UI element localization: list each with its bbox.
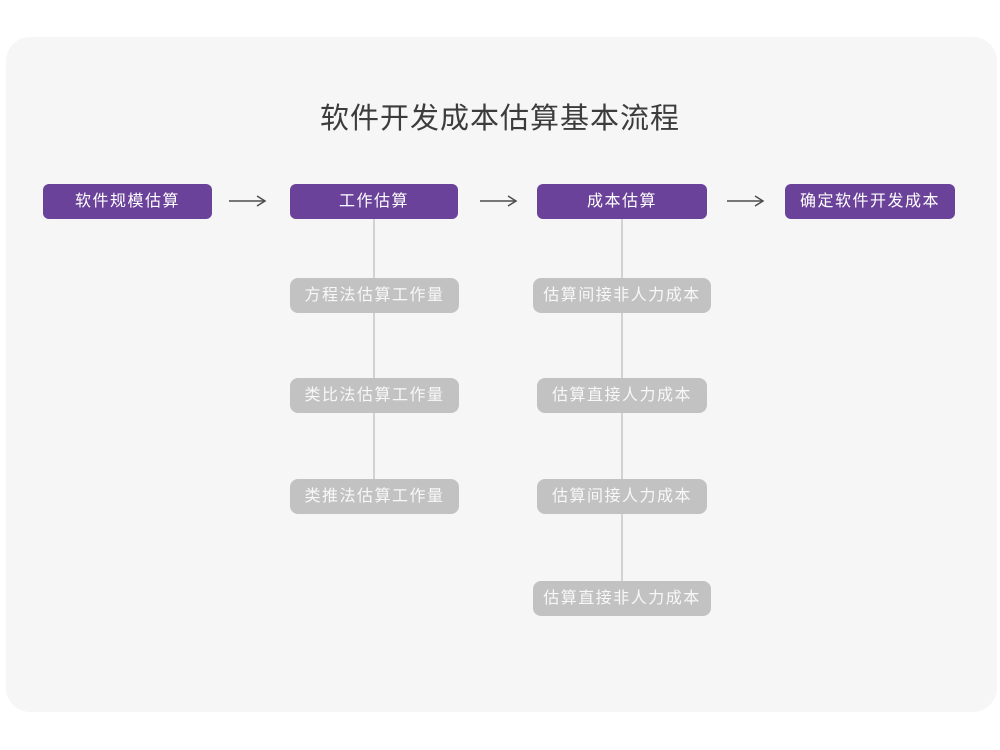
substep-node-direct-labor-cost: 估算直接人力成本 (537, 378, 707, 413)
substep-node-extrapolation-method: 类推法估算工作量 (290, 479, 459, 514)
stage-node-work-estimation: 工作估算 (290, 184, 458, 219)
substep-node-indirect-labor-cost: 估算间接人力成本 (537, 479, 707, 514)
substep-node-direct-nonlabor-cost: 估算直接非人力成本 (533, 581, 711, 616)
diagram-title: 软件开发成本估算基本流程 (319, 103, 680, 135)
substep-node-indirect-nonlabor-cost: 估算间接非人力成本 (533, 278, 711, 313)
arrow-right-icon (726, 194, 766, 208)
arrow-right-icon (228, 194, 268, 208)
substep-node-analogy-method: 类比法估算工作量 (290, 378, 459, 413)
arrow-right-icon (479, 194, 519, 208)
stage-node-software-scale-estimation: 软件规模估算 (43, 184, 212, 219)
stage-node-determine-development-cost: 确定软件开发成本 (785, 184, 955, 219)
substep-node-equation-method: 方程法估算工作量 (290, 278, 459, 313)
stage-node-cost-estimation: 成本估算 (537, 184, 707, 219)
connector-line-work (373, 219, 375, 497)
diagram-card (6, 37, 997, 712)
